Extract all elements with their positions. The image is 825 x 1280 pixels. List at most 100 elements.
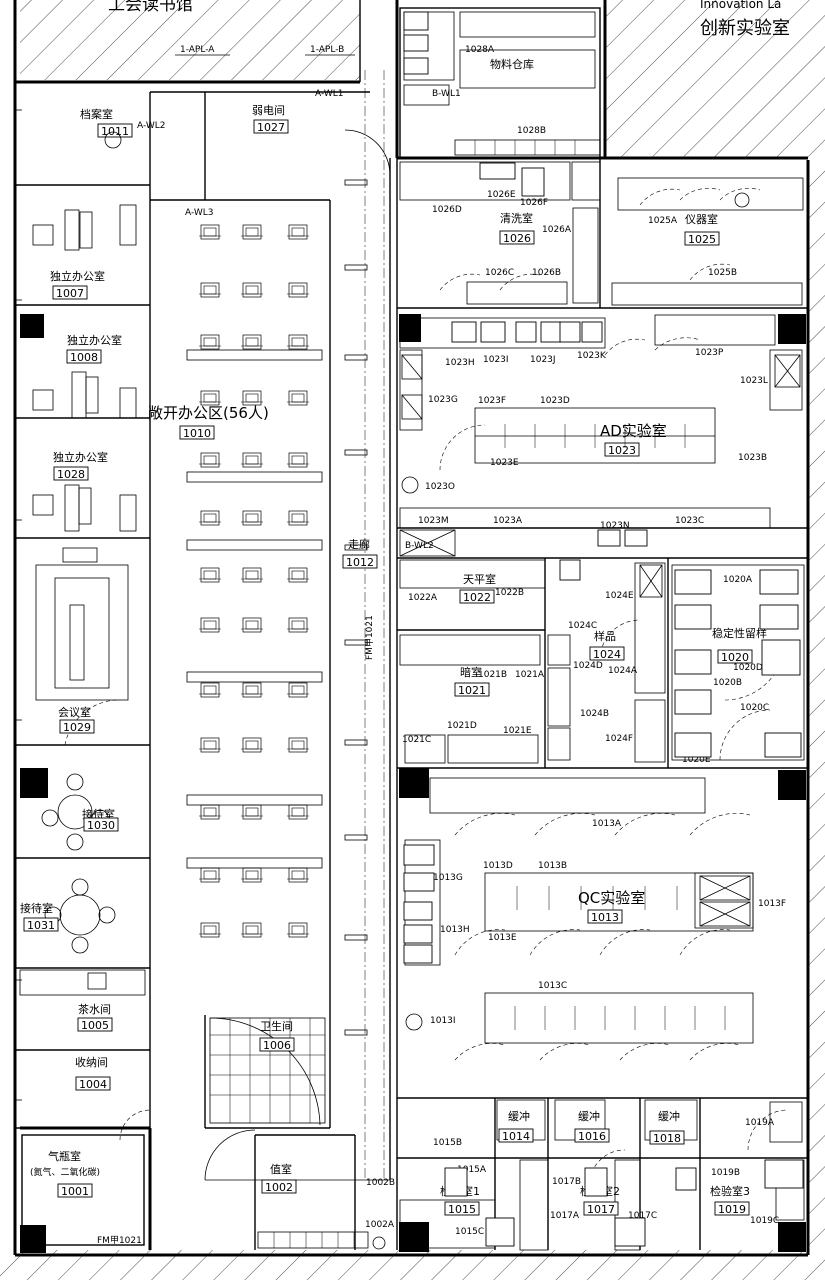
workstation-desk (198, 334, 222, 350)
workstation-desk (286, 510, 310, 526)
tags: 1-APL-A 1-APL-B A-WL1 A-WL2 A-WL3 B-WL1 … (97, 45, 461, 1246)
code-label: 1026F (520, 198, 548, 208)
code-label: 1019B (711, 1168, 740, 1178)
room-name: 档案室 (80, 107, 113, 121)
code-label: 1023K (577, 351, 607, 361)
workstation-desk (286, 282, 310, 298)
room-number: 1022 (463, 591, 491, 604)
workstation-desk (240, 334, 264, 350)
workstation-desk (286, 922, 310, 938)
room-name: 接待室 (20, 901, 53, 915)
room-number: 1016 (578, 1130, 606, 1143)
tag-wl1: A-WL1 (315, 89, 343, 99)
room-number: 1020 (721, 651, 749, 664)
structural-columns (20, 314, 806, 1253)
room-name: 走廊 (348, 537, 370, 551)
code-label: 1013D (483, 861, 513, 871)
desk-row-divider (186, 539, 323, 551)
code-label: 1026D (432, 205, 462, 215)
code-label: 1015C (455, 1227, 484, 1237)
lockers-1002 (257, 1231, 369, 1249)
workstation-desk (198, 922, 222, 938)
code-label: 1002B (366, 1178, 395, 1188)
room-name: 会议室 (58, 705, 91, 719)
workstation-desk (198, 737, 222, 753)
room-name: 缓冲 (578, 1109, 600, 1123)
room-number: 1024 (593, 648, 621, 661)
code-label: 1026B (532, 268, 561, 278)
meeting-table (35, 547, 129, 701)
code-label: 1023E (490, 458, 519, 468)
workstation-desk (240, 737, 264, 753)
code-label: 1013C (538, 981, 567, 991)
room-name: 独立办公室 (53, 450, 108, 464)
code-label: 1025A (648, 216, 678, 226)
code-label: 1019A (745, 1118, 775, 1128)
room-number: 1002 (265, 1181, 293, 1194)
workstation-desk (240, 567, 264, 583)
top-right-label-1: Innovation La (700, 0, 781, 11)
room-number: 1008 (70, 351, 98, 364)
code-label: 1023I (483, 355, 509, 365)
workstation-desk (240, 224, 264, 240)
code-label: 1026A (542, 225, 572, 235)
code-label: 1002A (365, 1220, 395, 1230)
code-label: 1017C (628, 1211, 657, 1221)
room-number: 1021 (458, 684, 486, 697)
room-name: 气瓶室 (48, 1149, 81, 1163)
code-label: 1024B (580, 709, 609, 719)
code-label: 1022B (495, 588, 524, 598)
lab-bench-segments (504, 424, 726, 1030)
tag-bwl1: B-WL1 (432, 89, 461, 99)
room-name: 缓冲 (508, 1109, 530, 1123)
tag-fm-corridor: FM甲1021 (364, 615, 375, 660)
tag-apl-b: 1-APL-B (310, 45, 344, 55)
room-number: 1013 (591, 911, 619, 924)
workstation-desk (286, 867, 310, 883)
workstation-desk (286, 617, 310, 633)
workstation-desk (240, 390, 264, 406)
code-label: 1013I (430, 1016, 456, 1026)
code-label: 1023M (418, 516, 449, 526)
room-number: 1028 (57, 468, 85, 481)
code-label: 1023G (428, 395, 458, 405)
room-number: 1007 (56, 287, 84, 300)
top-right-label-2: 创新实验室 (700, 18, 790, 39)
room-number: 1006 (263, 1039, 291, 1052)
room-name: QC实验室 (578, 889, 645, 907)
room-number: 1017 (587, 1203, 615, 1216)
room-labels: 档案室 1011 弱电间 1027 独立办公室 1007 独立办公室 1008 … (20, 57, 767, 1216)
tag-fm-bottom: FM甲1021 (97, 1235, 142, 1246)
workstation-desk (286, 334, 310, 350)
office-desk-1007 (32, 204, 137, 251)
workstation-desk (198, 804, 222, 820)
code-label: 1020B (713, 678, 742, 688)
code-label: 1024C (568, 621, 597, 631)
code-label: 1021E (503, 726, 532, 736)
tag-bwl2: B-WL2 (405, 541, 434, 551)
workstation-desk (286, 804, 310, 820)
top-left-label: 工会读书馆 (108, 0, 193, 15)
room-name: 卫生间 (260, 1019, 293, 1033)
code-label: 1028A (465, 45, 495, 55)
workstation-desk (240, 617, 264, 633)
code-label: 1023J (530, 355, 556, 365)
workstation-desk (286, 224, 310, 240)
code-label: 1023O (425, 482, 455, 492)
room-subtitle: (氮气、二氧化碳) (30, 1166, 100, 1178)
code-label: 1021B (478, 670, 507, 680)
code-label: 1020A (723, 575, 753, 585)
code-label: 1020D (733, 663, 763, 673)
room-name: 独立办公室 (67, 333, 122, 347)
code-label: 1013H (440, 925, 470, 935)
room-number: 1018 (653, 1132, 681, 1145)
room-number: 1010 (183, 427, 211, 440)
open-office-desks (186, 224, 323, 938)
room-name: 暗室 (460, 665, 482, 679)
workstation-desk (286, 737, 310, 753)
office-desk-1028 (32, 484, 137, 532)
code-label: 1023N (600, 521, 630, 531)
room-name: 样品 (594, 629, 616, 643)
room-number: 1012 (346, 556, 374, 569)
